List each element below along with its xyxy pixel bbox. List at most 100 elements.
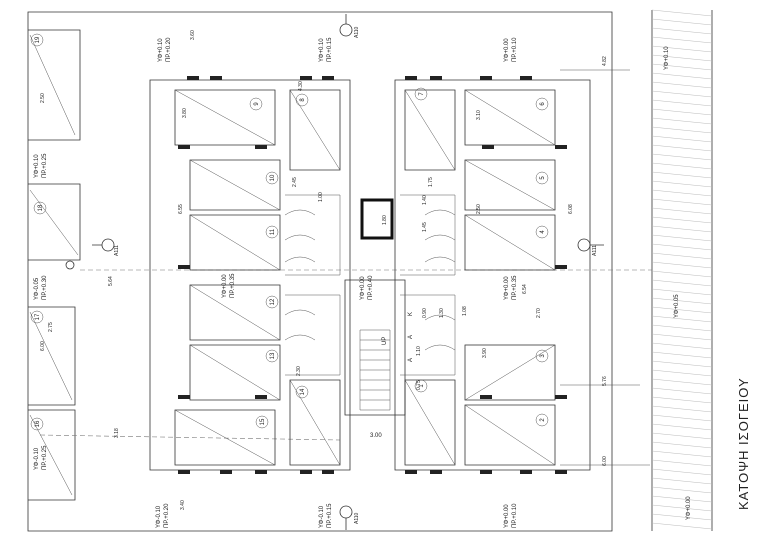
stair-width-label: 3.00 [370,433,382,439]
space-number-10: 10 [265,171,279,185]
hatch-line [651,207,713,215]
hatch-line [651,279,713,287]
level-center-left-2: ΠΡ.+0.35 [230,273,236,298]
section-label-left: A111 [114,245,120,256]
dimension-label: 3.80 [182,108,188,118]
hatch-line [651,108,713,116]
dimension-label: 1.08 [462,306,468,316]
level-center-right-2: ΠΡ.+0.35 [512,275,518,300]
dimension-label: 1.30 [439,308,445,318]
hatch-line [651,117,713,125]
hatch-line [651,36,713,44]
space-number-7: 7 [414,87,428,101]
dimension-label: 1.45 [422,222,428,232]
hatch-line [651,144,713,152]
dimension-label: 2.75 [48,322,54,332]
left-parking-bays [29,34,79,496]
hatch-line [651,504,713,512]
level-bottom-mid-2: ΠΡ.+0.15 [327,503,333,528]
dimension-label: 3.60 [190,30,196,40]
level-bottom-right-1: ΥΦ+0.00 [504,504,510,528]
hatch-line [651,54,713,62]
hatch-line [651,72,713,80]
svg-text:17: 17 [35,313,41,320]
space-number-8: 8 [295,93,309,107]
dimension-label: 4.82 [602,56,608,66]
hatch-line [651,135,713,143]
dimension-label: 6.00 [602,456,608,466]
svg-text:5: 5 [540,176,546,180]
dimension-label: 1.10 [416,346,422,356]
hatch-line [651,99,713,107]
level-center-right-1: ΥΦ+0.00 [504,276,510,300]
section-label-bottom: A110 [354,512,360,524]
hatch-line [651,180,713,188]
dimension-label: 2.50 [476,204,482,214]
level-left-upper-2: ΠΡ.+0.25 [42,153,48,178]
dimension-label: 5.76 [602,376,608,386]
svg-text:10: 10 [270,174,276,181]
level-center-left-1: ΥΦ+0.00 [222,274,228,298]
hatch-line [651,81,713,89]
hatch-line [651,513,713,521]
dimension-label: 0.90 [422,308,428,318]
level-labels: ΥΦ+0.10 ΠΡ.+0.20 ΥΦ+0.10 ΠΡ.+0.15 ΥΦ+0.0… [34,37,692,528]
section-labels: A110 A111 A110 A111 [114,26,598,524]
dimension-label: 6.54 [522,284,528,294]
space-number-9: 9 [249,97,263,111]
dimension-label: 4.30 [298,81,304,91]
space-number-6: 6 [535,97,549,111]
section-label-top: A110 [354,26,360,38]
hatch-line [651,495,713,503]
room-tags: A K Α [408,312,414,362]
level-left-lower-1: ΥΦ-0.10 [34,447,40,470]
section-markers [92,14,604,530]
svg-text:1: 1 [419,384,425,388]
level-center-1: ΥΦ+0.00 [360,276,366,300]
hatch-line [651,306,713,314]
hatch-line [651,414,713,422]
hatch-line [651,171,713,179]
dimension-label: 3.90 [482,348,488,358]
hatch-line [651,459,713,467]
level-bottom-left-2: ΠΡ.+0.20 [164,503,170,528]
hatch-line [651,360,713,368]
hatch-line [651,450,713,458]
level-top-right-2: ΠΡ.+0.10 [512,37,518,62]
space-number-11: 11 [265,225,279,239]
hatch-line [651,315,713,323]
space-number-2: 2 [535,413,549,427]
level-top-mid-1: ΥΦ+0.10 [319,38,325,62]
hatch-line [651,243,713,251]
dimension-label: 1.75 [428,177,434,187]
hatch-line [651,387,713,395]
hatch-line [651,45,713,53]
svg-text:7: 7 [419,92,425,96]
hatch-line [651,9,713,17]
hatch-line [651,153,713,161]
dimension-label: 2.45 [292,177,298,187]
hatch-line [651,270,713,278]
hatch-line [651,198,713,206]
hatch-line [651,225,713,233]
hatch-line [651,252,713,260]
space-number-18: 18 [33,201,47,215]
level-top-mid-2: ΠΡ.+0.15 [327,37,333,62]
dimension-label: 2.30 [296,366,302,376]
level-left-upper-1: ΥΦ+0.10 [34,154,40,178]
svg-text:14: 14 [300,388,306,395]
hatch-line [651,333,713,341]
room-tag-a: A [408,358,414,362]
level-bottom-mid-1: ΥΦ-0.10 [319,505,325,528]
hatch-line [651,297,713,305]
space-number-4: 4 [535,225,549,239]
level-right-low: ΥΦ+0.00 [686,496,692,520]
space-number-14: 14 [295,385,309,399]
section-label-right: A111 [592,245,598,256]
dimension-label: 6.08 [568,204,574,214]
hatch-line [651,18,713,26]
hatch-line [651,162,713,170]
svg-text:12: 12 [270,298,276,305]
dimension-label: 6.55 [178,204,184,214]
